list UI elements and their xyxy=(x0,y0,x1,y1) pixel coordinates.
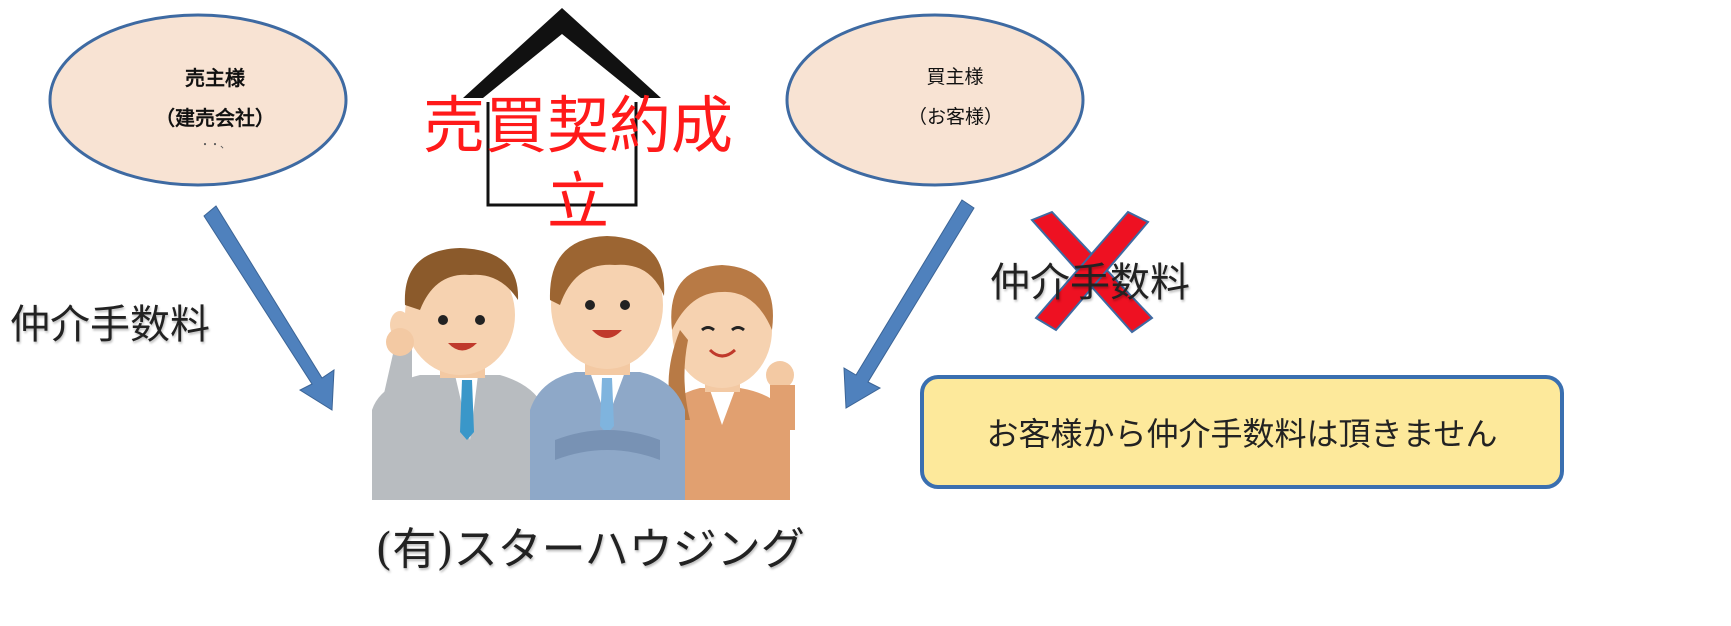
fee-right-label: 仲介手数料 xyxy=(990,260,1190,306)
seller-oval xyxy=(48,13,348,187)
buyer-oval xyxy=(785,13,1085,187)
house-outline-icon xyxy=(463,8,661,207)
notice-text: お客様から仲介手数料は頂きません xyxy=(986,415,1498,453)
business-team-illustration xyxy=(372,236,795,500)
seller-subtitle: （建売会社） xyxy=(155,106,275,130)
buyer-subtitle: （お客様） xyxy=(907,106,1003,128)
seller-dots: ・・、 xyxy=(200,140,230,151)
cross-mark-icon xyxy=(1030,210,1154,334)
person-left xyxy=(372,248,545,500)
company-name: (有)スターハウジング xyxy=(375,524,805,575)
contract-label: 売買契約成立 xyxy=(422,89,733,238)
fee-left-label: 仲介手数料 xyxy=(10,302,210,348)
arrow-down-right-icon xyxy=(203,205,335,411)
person-center xyxy=(530,236,685,500)
arrow-down-left-icon xyxy=(843,199,975,409)
seller-title: 売主様 xyxy=(185,66,245,90)
notice-box: お客様から仲介手数料は頂きません xyxy=(920,375,1564,489)
buyer-title: 買主様 xyxy=(926,66,984,88)
